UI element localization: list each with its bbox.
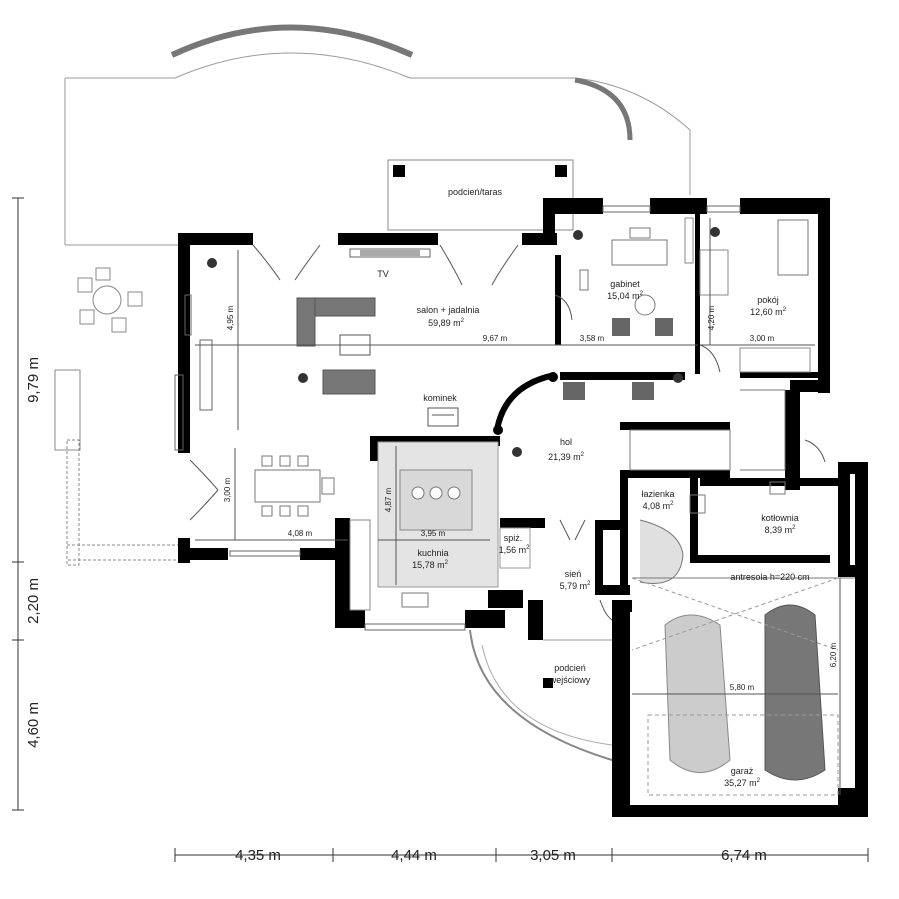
porch-roof: [387, 159, 574, 231]
hall-name: hol: [560, 437, 572, 447]
hall-shelves: [563, 382, 654, 400]
kitchen-counter: [349, 519, 371, 611]
terrace-arc: [170, 24, 414, 58]
garage-cross-2: [631, 577, 839, 651]
porch-steps-arc: [469, 629, 613, 761]
dim-living-height: 4,95 m: [226, 305, 235, 330]
pergola-post: [54, 369, 81, 451]
inner-dim-lines: [195, 218, 841, 795]
bed: [777, 219, 809, 276]
terrace-arc-right: [574, 77, 633, 141]
dim-room-width: 3,00 m: [750, 334, 775, 343]
dim-room-height: 4,20 m: [707, 305, 716, 330]
stairs: [629, 389, 786, 471]
porch-line1: podcień: [554, 663, 586, 673]
office-armchairs: [612, 318, 673, 336]
dim-garage-height: 6,20 m: [829, 642, 838, 667]
kitchen-island: [399, 469, 473, 531]
boiler-name: kotłownia: [761, 513, 799, 523]
porch-column-right: [555, 165, 567, 177]
tv-label: TV: [377, 269, 389, 279]
mezzanine-label: antresola h=220 cm: [730, 572, 809, 582]
pantry-shelf: [499, 527, 531, 569]
dim-left-top: 9,79 m: [25, 357, 42, 403]
dim-office-width: 3,58 m: [580, 334, 605, 343]
pergola-rail-horizontal: [66, 544, 180, 561]
living-area: 59,89 m2: [428, 318, 465, 328]
pantry-name: spiż.: [504, 533, 523, 543]
dim-garage-width: 5,80 m: [730, 683, 755, 692]
room-desk: [699, 249, 729, 296]
kitchen-stools: [411, 486, 461, 500]
vestibule-name: sień: [565, 569, 582, 579]
bath-sink: [689, 494, 706, 514]
porch-line2: wejściowy: [549, 675, 591, 685]
vestibule-area: 5,79 m2: [560, 581, 592, 591]
hall-column-2: [493, 425, 503, 435]
office-bookshelf: [684, 217, 694, 264]
dim-dining-height: 3,00 m: [223, 477, 232, 502]
porch-column-left: [393, 165, 405, 177]
car-right: [764, 604, 826, 781]
dim-living-width: 9,67 m: [483, 334, 508, 343]
living-furniture: [296, 297, 376, 395]
outer-dim-lines: [12, 197, 869, 862]
boiler-area: 8,39 m2: [765, 525, 797, 535]
tv-unit: [360, 250, 420, 256]
fireplace-label: kominek: [423, 393, 457, 403]
porch-column: [543, 678, 553, 688]
garage-cross-1: [631, 577, 839, 651]
hall-area: 21,39 m2: [548, 452, 585, 462]
garage-area: 35,27 m2: [724, 778, 761, 788]
terrace-table-set: [77, 267, 143, 333]
hall-column: [548, 372, 558, 382]
pantry-area: 1,56 m2: [499, 545, 531, 555]
porch-steps-arc-outer: [481, 644, 613, 746]
walls: [178, 198, 868, 817]
pergola-rail-vertical: [66, 439, 80, 566]
boiler-sink: [769, 481, 786, 495]
plant-icons: [207, 227, 720, 457]
dim-left-mid: 2,20 m: [25, 578, 42, 624]
terrace-outline: [64, 52, 691, 245]
office-area: 15,04 m2: [607, 291, 644, 301]
kitchen-sink: [401, 592, 429, 608]
door-swings: [189, 244, 826, 621]
dim-bottom-2: 4,44 m: [391, 847, 437, 864]
dim-left-bottom: 4,60 m: [25, 702, 42, 748]
garage-name: garaż: [731, 766, 754, 776]
hall-curve-wall: [494, 372, 556, 431]
room-area: 12,60 m2: [750, 307, 787, 317]
dim-kitchen-height: 4,87 m: [384, 487, 393, 512]
dim-bottom-1: 4,35 m: [235, 847, 281, 864]
room-wardrobe: [739, 347, 811, 373]
windows: [174, 205, 741, 631]
dim-kitchen-width: 3,95 m: [421, 529, 446, 538]
dining-table: [254, 455, 335, 517]
fireplace: [427, 407, 459, 427]
bath-area: 4,08 m2: [643, 501, 675, 511]
office-name: gabinet: [610, 279, 640, 289]
room-name: pokój: [757, 295, 779, 305]
kitchen-name: kuchnia: [417, 548, 448, 558]
garage-floor-box: [647, 714, 839, 796]
dim-bottom-3: 3,05 m: [530, 847, 576, 864]
bath-name: łazienka: [641, 489, 674, 499]
shower-curve: [639, 519, 684, 584]
kitchen-area: 15,78 m2: [412, 560, 449, 570]
living-name: salon + jadalnia: [417, 305, 480, 315]
terrace-label: podcień/taras: [448, 187, 503, 197]
dim-dining-width: 4,08 m: [288, 529, 313, 538]
office-furniture: [579, 227, 668, 316]
dim-bottom-4: 6,74 m: [721, 847, 767, 864]
